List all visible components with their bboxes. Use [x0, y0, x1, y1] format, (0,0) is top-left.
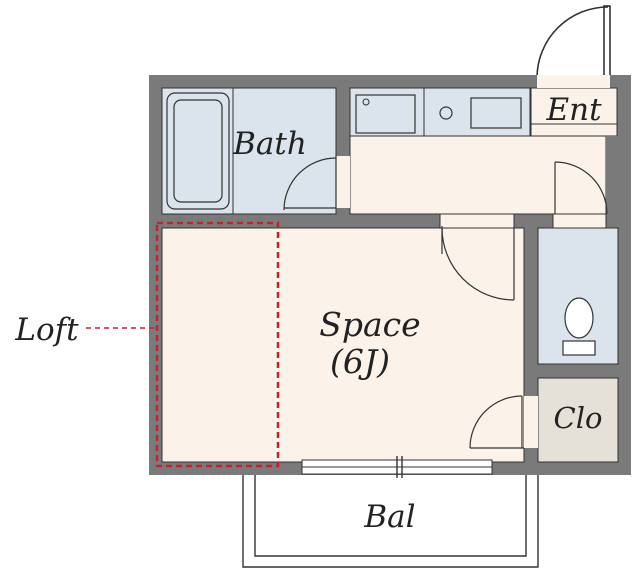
refrigerator — [355, 94, 416, 134]
space-door-opening — [439, 213, 515, 229]
bathtub — [166, 92, 230, 210]
toilet-door-opening — [552, 213, 607, 229]
sink — [470, 97, 522, 129]
loft-outline — [155, 221, 280, 468]
closet-floor — [537, 377, 619, 463]
balcony — [242, 475, 539, 568]
entrance-door — [536, 5, 611, 79]
balcony-label: Bal — [363, 499, 415, 535]
space-floor — [161, 227, 525, 463]
entrance-step — [530, 123, 618, 137]
closet-door-opening — [524, 396, 538, 448]
space-label: Space — [319, 305, 420, 344]
kitchen-counter — [349, 87, 531, 137]
closet-label: Clo — [554, 401, 603, 435]
kitchen-entrance-wall — [606, 136, 631, 214]
stove-burner — [439, 106, 453, 120]
bath-label: Bath — [232, 126, 307, 162]
toilet-icon — [562, 297, 596, 356]
loft-label: Loft — [14, 312, 79, 348]
closet-door — [469, 395, 524, 449]
toilet-door — [554, 161, 608, 215]
bath-door-opening — [336, 156, 350, 208]
entrance-opening — [537, 75, 610, 88]
entrance-label: Ent — [545, 92, 602, 128]
space-door — [441, 226, 515, 301]
balcony-window — [301, 456, 493, 478]
bath-door — [283, 156, 337, 211]
space-size-label: (6J) — [330, 342, 390, 381]
